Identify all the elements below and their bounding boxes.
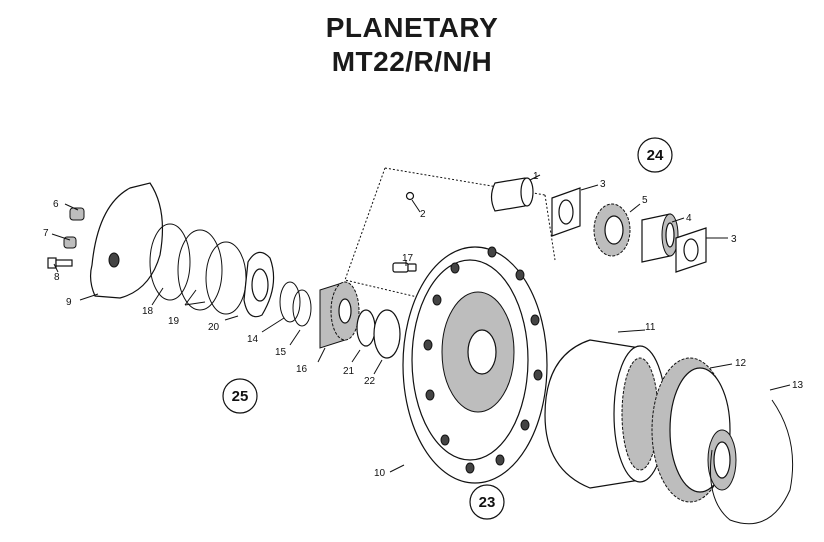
part-label: 11 <box>645 322 656 333</box>
assembly-guide-line <box>344 167 556 301</box>
part-label: 4 <box>686 213 692 224</box>
svg-text:23: 23 <box>479 494 496 511</box>
part-snap-ring <box>149 223 191 301</box>
part-ring-gear-housing <box>544 339 667 489</box>
group-25: 25 <box>222 378 258 414</box>
diagram-subtitle: MT22/R/N/H <box>331 46 493 77</box>
svg-text:24: 24 <box>647 147 664 164</box>
part-ring-b <box>205 241 247 315</box>
part-bolt-17 <box>392 262 417 273</box>
part-cover-plate <box>89 182 164 299</box>
part-label: 3 <box>731 234 737 245</box>
part-label: 12 <box>735 358 747 369</box>
part-planet-carrier <box>402 246 548 484</box>
part-plug-small <box>63 236 77 249</box>
part-bolt <box>47 257 73 269</box>
part-ball <box>405 191 415 201</box>
leader-lines <box>51 174 791 473</box>
part-thrust-washer-upper <box>551 187 581 237</box>
part-sun-gear <box>319 281 360 349</box>
part-retaining-ring <box>709 399 794 525</box>
part-planet-gear <box>593 203 631 257</box>
part-thrust-washer-lower <box>675 227 707 273</box>
part-hub-gear <box>651 357 737 503</box>
part-label: 2 <box>420 209 426 220</box>
part-label: 1 <box>533 171 539 182</box>
part-ring-15 <box>292 289 312 327</box>
part-label: 8 <box>54 272 60 283</box>
part-plate <box>243 251 275 318</box>
part-label: 7 <box>43 228 49 239</box>
part-label: 5 <box>642 195 648 206</box>
part-label: 21 <box>343 366 355 377</box>
part-label: 3 <box>600 179 606 190</box>
part-ring-14 <box>279 281 301 323</box>
group-24: 24 <box>637 137 673 173</box>
part-label: 6 <box>53 199 59 210</box>
diagram-title: PLANETARY <box>325 12 499 43</box>
part-label: 17 <box>402 253 414 264</box>
part-ring-a <box>177 229 223 311</box>
part-label: 18 <box>142 306 154 317</box>
part-washer-21 <box>356 309 376 347</box>
part-label: 19 <box>168 316 180 327</box>
part-label: 20 <box>208 322 220 333</box>
part-label: 15 <box>275 347 287 358</box>
part-label: 9 <box>66 297 72 308</box>
part-pin <box>490 177 534 212</box>
part-label: 14 <box>247 334 259 345</box>
svg-text:25: 25 <box>232 388 249 405</box>
group-23: 23 <box>469 484 505 520</box>
part-plug <box>69 207 85 221</box>
part-label: 13 <box>792 380 804 391</box>
part-label: 16 <box>296 364 308 375</box>
part-label: 22 <box>364 376 376 387</box>
part-label: 10 <box>374 468 386 479</box>
part-needle-bearing <box>641 213 679 263</box>
part-washer-22 <box>373 309 401 359</box>
